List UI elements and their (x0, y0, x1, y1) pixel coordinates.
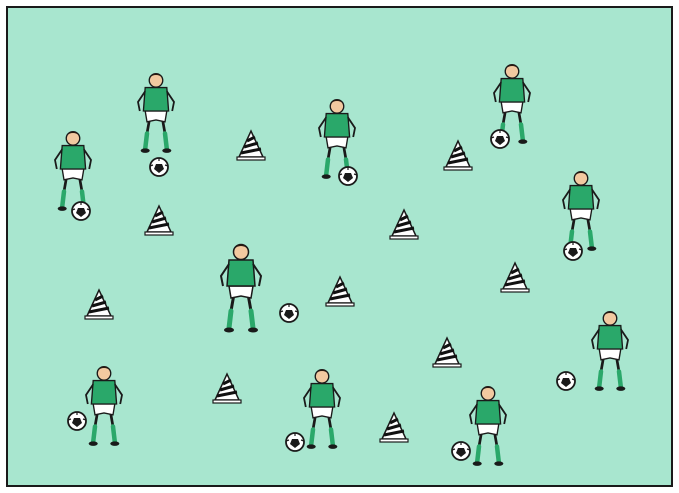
ball (491, 130, 509, 148)
ball (452, 442, 470, 460)
ball (557, 372, 575, 390)
ball (280, 304, 298, 322)
ball (150, 158, 168, 176)
ball (564, 242, 582, 260)
ball (339, 167, 357, 185)
ball (286, 433, 304, 451)
ball (68, 412, 86, 430)
ball (72, 202, 90, 220)
